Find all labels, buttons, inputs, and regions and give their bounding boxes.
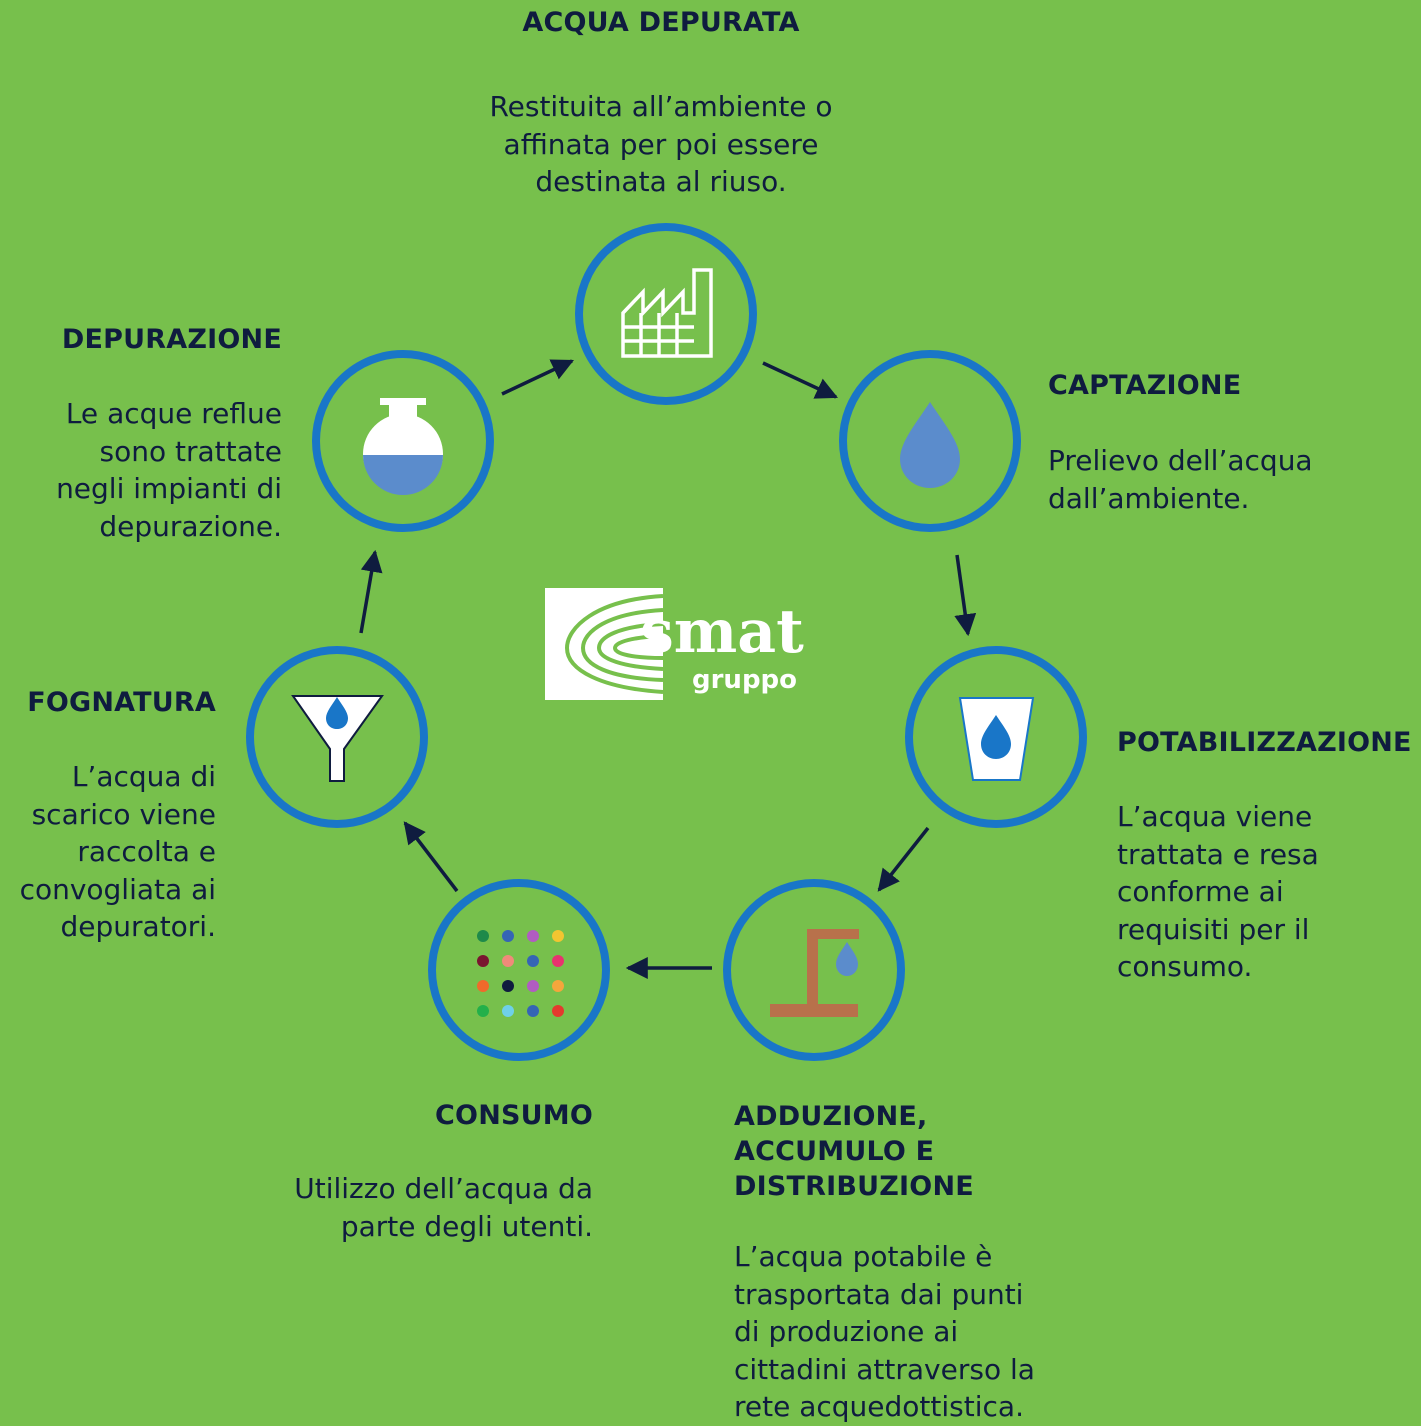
description-line: L’acqua potabile è (734, 1240, 993, 1273)
description-line: Restituita all’ambiente o (489, 90, 833, 123)
step-fognatura: FOGNATURA L’acqua di scarico viene racco… (0, 686, 216, 946)
step-adduzione: ADDUZIONE, ACCUMULO E DISTRIBUZIONE L’ac… (734, 1099, 1134, 1426)
description-line: depuratori. (60, 910, 217, 943)
arrow-acqua-depurata-to-captazione (762, 361, 838, 399)
step-description: L’acqua di scarico viene raccolta e conv… (0, 758, 216, 946)
step-title: FOGNATURA (27, 687, 216, 718)
dot (502, 955, 514, 967)
dot (552, 930, 564, 942)
step-title: ADDUZIONE, ACCUMULO E DISTRIBUZIONE (734, 1099, 1134, 1204)
arrow-consumo-to-fognatura (403, 821, 459, 893)
dot (527, 955, 539, 967)
water-drop-icon (900, 402, 960, 488)
smat-logo-swirl (545, 588, 664, 700)
description-line: rete acquedottistica. (734, 1390, 1024, 1423)
dot (502, 980, 514, 992)
step-title: CAPTAZIONE (1048, 370, 1242, 401)
dot (552, 1005, 564, 1017)
dot (477, 930, 489, 942)
description-line: depurazione. (99, 509, 282, 543)
dot (502, 930, 514, 942)
description-line: trattata e resa (1117, 837, 1319, 871)
water-glass-icon (958, 697, 1035, 781)
step-title: ACQUA DEPURATA (522, 7, 800, 38)
description-line: destinata al riuso. (535, 165, 787, 198)
title-line: ACCUMULO E (734, 1136, 935, 1167)
description-line: Utilizzo dell’acqua da (294, 1172, 593, 1205)
step-captazione: CAPTAZIONE Prelievo dell’acqua dall’ambi… (1048, 369, 1398, 517)
cycle-arrows (359, 359, 977, 979)
users-dots-icon (477, 930, 564, 1017)
step-title: DEPURAZIONE (61, 324, 282, 355)
arrow-fognatura-to-depurazione (359, 549, 383, 634)
ring-captazione (839, 350, 1021, 532)
dot (527, 980, 539, 992)
factory-icon (621, 268, 713, 358)
description-line: Prelievo dell’acqua (1048, 444, 1313, 477)
description-line: parte degli utenti. (340, 1209, 593, 1243)
description-line: scarico viene (31, 797, 216, 831)
logo-subtitle: gruppo (692, 665, 798, 695)
step-rings (246, 223, 1087, 1061)
ring-adduzione (723, 879, 905, 1061)
arrow-potabilizzazione-to-adduzione (877, 826, 930, 892)
step-title: POTABILIZZAZIONE (1117, 727, 1412, 758)
smat-logo: smat gruppo (545, 588, 804, 700)
step-acqua-depurata: ACQUA DEPURATA Restituita all’ambiente o… (431, 6, 891, 201)
ring-fognatura (246, 646, 428, 828)
description-line: dall’ambiente. (1048, 481, 1250, 515)
step-description: Utilizzo dell’acqua da parte degli utent… (243, 1170, 593, 1245)
ring-acqua-depurata (575, 223, 757, 405)
flask-icon (363, 398, 443, 495)
description-line: convogliata ai (19, 872, 216, 906)
dot (552, 980, 564, 992)
description-line: requisiti per il (1117, 912, 1310, 946)
step-title: CONSUMO (435, 1100, 593, 1131)
description-line: cittadini attraverso la (734, 1352, 1035, 1386)
description-line: sono trattate (99, 434, 282, 468)
title-line: DISTRIBUZIONE (734, 1171, 974, 1202)
dot (527, 1005, 539, 1017)
step-depurazione: DEPURAZIONE Le acque reflue sono trattat… (20, 323, 282, 545)
water-tap-icon (770, 929, 859, 1017)
funnel-icon (291, 695, 384, 782)
ring-depurazione (312, 350, 494, 532)
description-line: conforme ai (1117, 875, 1284, 908)
description-line: L’acqua viene (1117, 800, 1313, 833)
description-line: consumo. (1117, 950, 1253, 983)
arrow-depurazione-to-acqua-depurata (501, 359, 574, 396)
description-line: Le acque reflue (65, 397, 282, 430)
dot (477, 980, 489, 992)
step-description: L’acqua potabile è trasportata dai punti… (734, 1238, 1134, 1426)
description-line: raccolta e (77, 835, 216, 868)
step-potabilizzazione: POTABILIZZAZIONE L’acqua viene trattata … (1117, 726, 1417, 986)
title-line: ADDUZIONE, (734, 1101, 928, 1132)
description-line: trasportata dai punti (734, 1277, 1024, 1311)
step-description: Restituita all’ambiente o affinata per p… (431, 88, 891, 201)
step-description: L’acqua viene trattata e resa conforme a… (1117, 798, 1417, 986)
description-line: negli impianti di (56, 472, 282, 505)
dot (502, 1005, 514, 1017)
dot (552, 955, 564, 967)
arrow-captazione-to-potabilizzazione (954, 554, 977, 637)
description-line: L’acqua di (71, 760, 216, 793)
ring-consumo (428, 879, 610, 1061)
logo-wordmark: smat (640, 597, 804, 667)
step-description: Le acque reflue sono trattate negli impi… (20, 395, 282, 545)
dot (477, 1005, 489, 1017)
step-consumo: CONSUMO Utilizzo dell’acqua da parte deg… (243, 1099, 593, 1245)
dot (477, 955, 489, 967)
ring-potabilizzazione (905, 646, 1087, 828)
description-line: di produzione ai (734, 1315, 959, 1348)
dot (527, 930, 539, 942)
description-line: affinata per poi essere (503, 127, 819, 161)
step-description: Prelievo dell’acqua dall’ambiente. (1048, 442, 1398, 517)
